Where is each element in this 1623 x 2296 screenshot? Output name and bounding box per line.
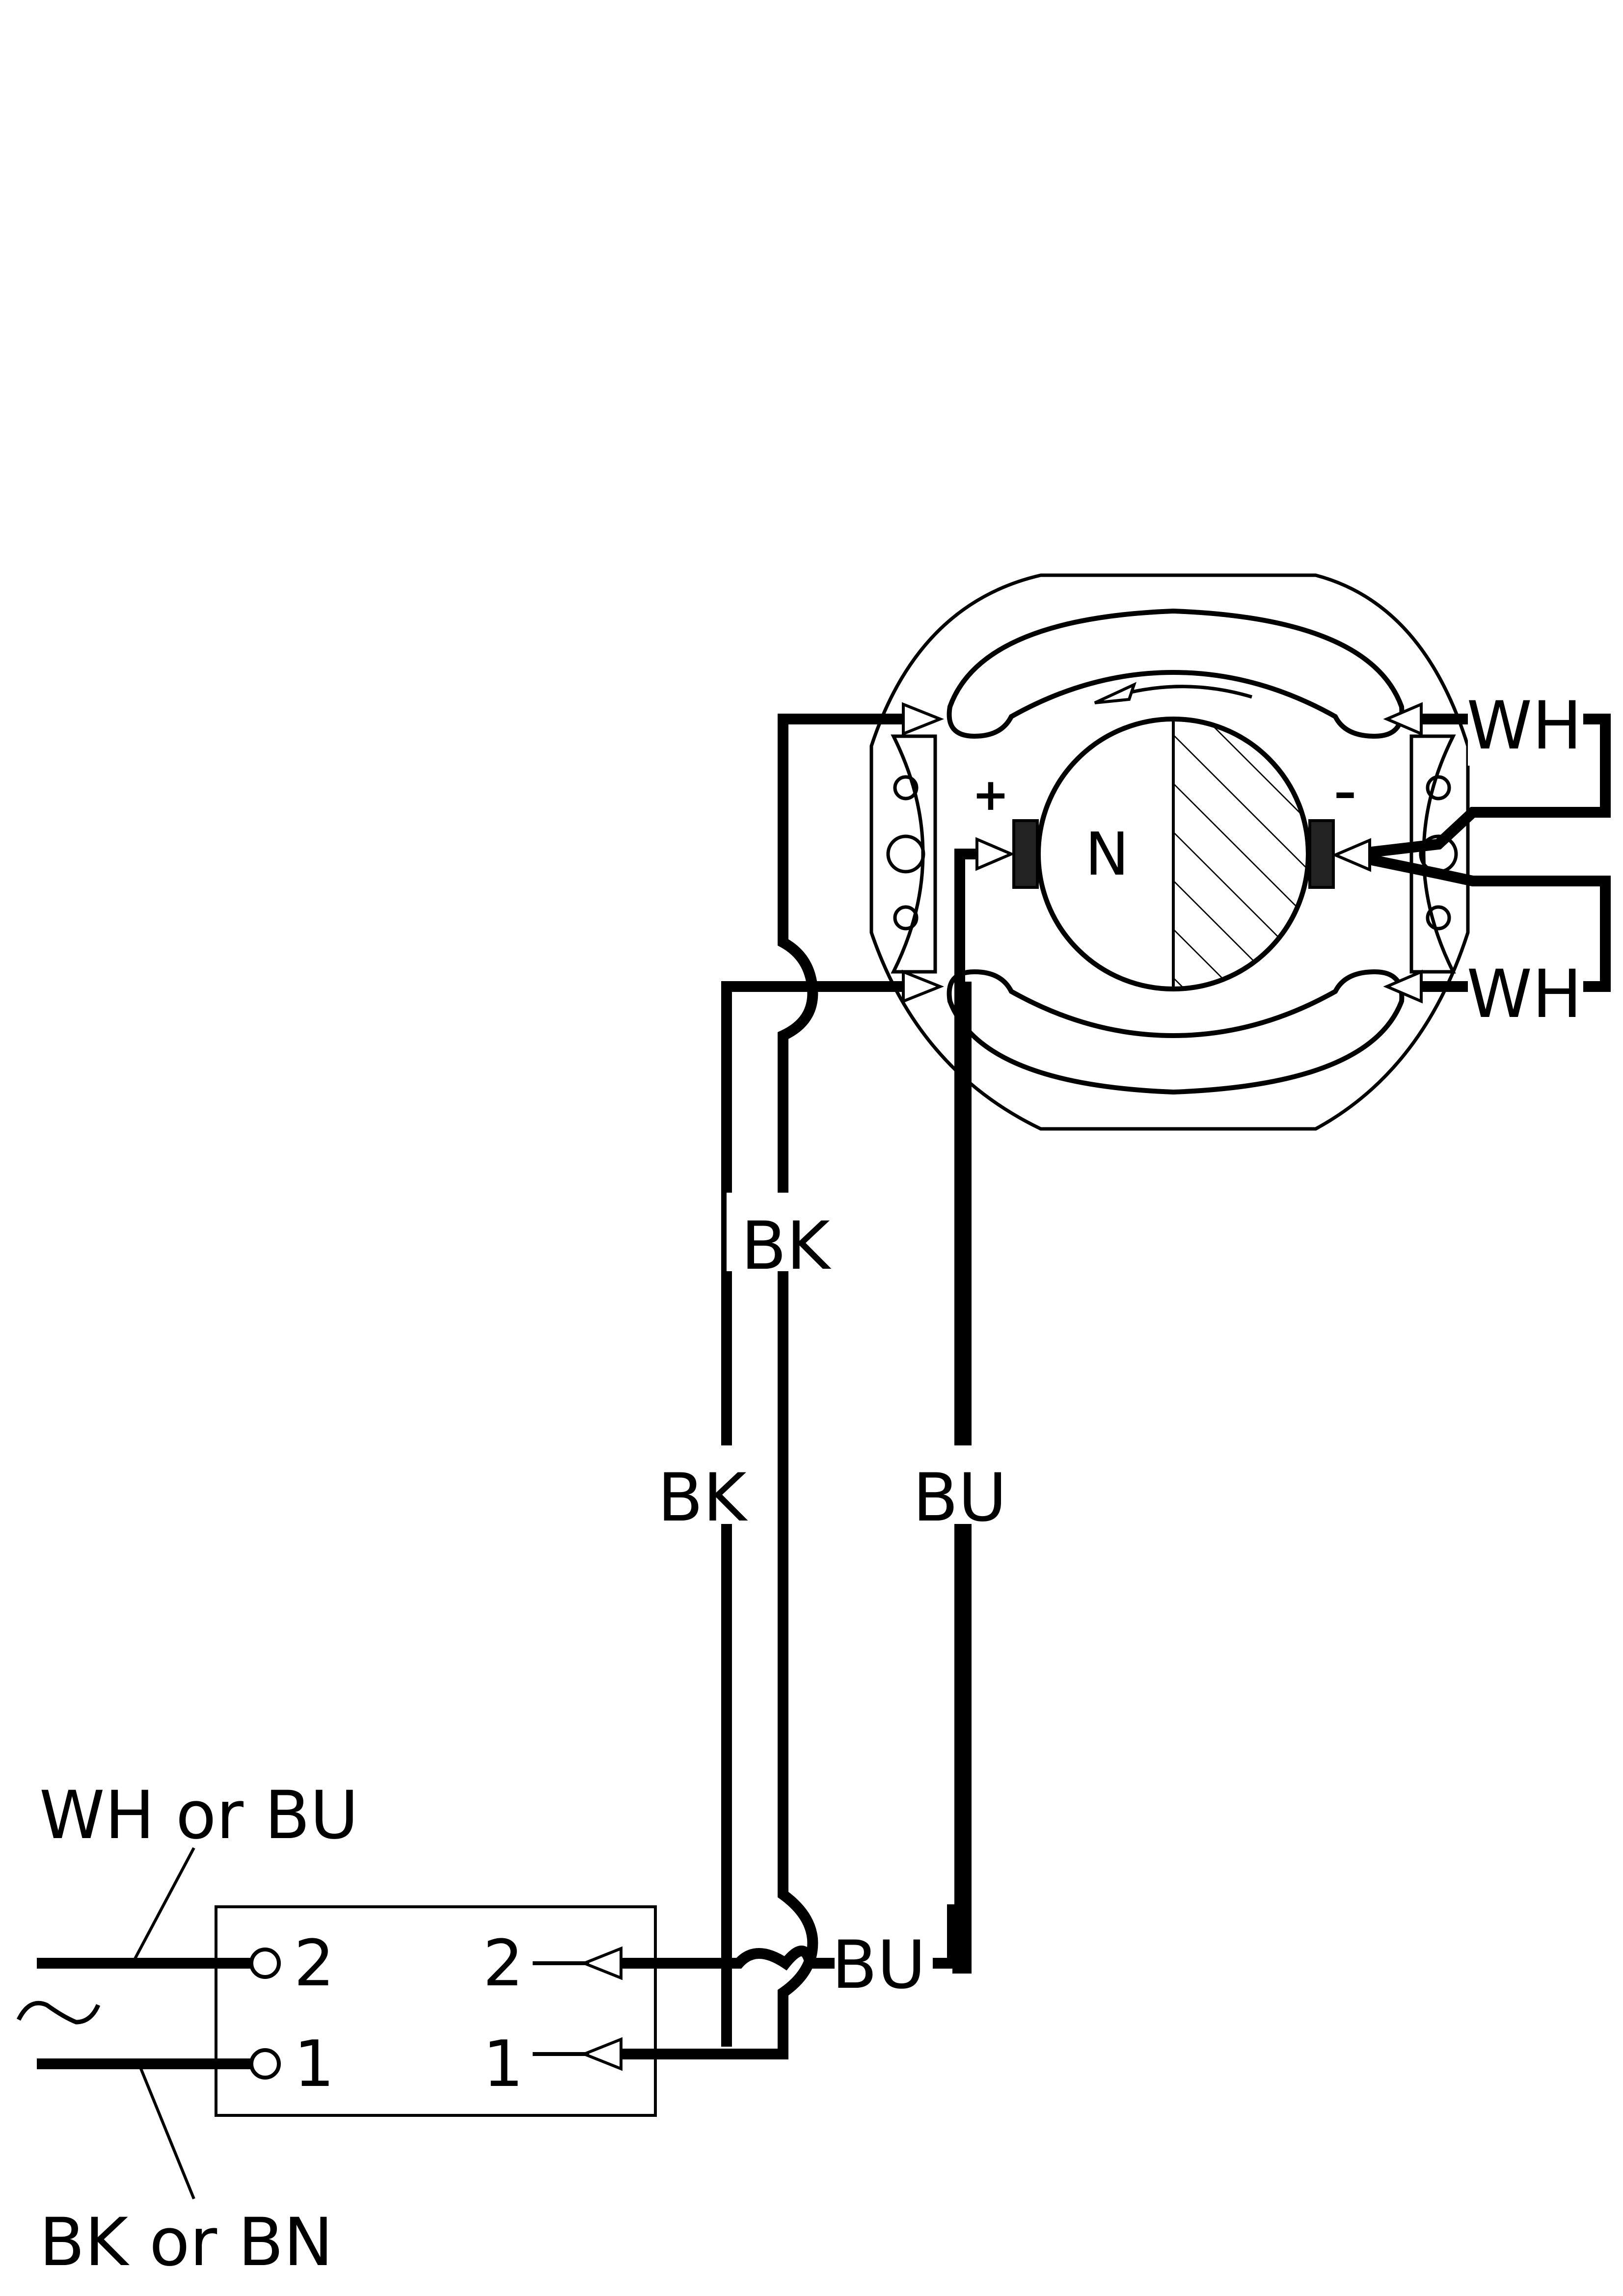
leader-line-top xyxy=(131,1847,195,1964)
coil-top xyxy=(947,608,1405,739)
wire-bu-terminal-end xyxy=(952,982,972,1974)
wire-bk-bottom-coil xyxy=(721,981,916,2047)
connector-arrow-icon xyxy=(1383,969,1423,1004)
connector-arrow-icon xyxy=(902,702,945,736)
label-wh-top: WH xyxy=(1467,687,1582,764)
connectors xyxy=(580,702,1423,2071)
brush-left xyxy=(1012,819,1039,889)
label-bu-vertical: BU xyxy=(913,1459,1006,1536)
connector-arrow-icon xyxy=(1383,702,1423,736)
wire-wh-loop-bottom xyxy=(1353,851,1611,992)
terminal-label-right-2: 2 xyxy=(483,1926,524,2001)
ac-symbol-icon xyxy=(16,2001,101,2025)
connector-arrow-icon xyxy=(1331,838,1371,872)
switch-housing xyxy=(215,1905,657,2117)
mount-hole-icon xyxy=(893,905,919,931)
connector-arrow-icon xyxy=(580,2037,622,2071)
left-bracket xyxy=(891,734,937,974)
rotation-arrowhead-icon xyxy=(1094,682,1137,704)
terminal-left-2 xyxy=(249,1948,281,1979)
terminal-label-left-2: 2 xyxy=(294,1926,335,2001)
motor-housing xyxy=(869,573,1470,1131)
terminal-label-left-1: 1 xyxy=(294,2027,335,2101)
plus-terminal-label: + xyxy=(972,769,1009,821)
right-bracket xyxy=(1409,734,1456,974)
minus-terminal-label: – xyxy=(1334,767,1356,818)
label-bk-upper: BK xyxy=(741,1207,832,1284)
connector-arrow-icon xyxy=(580,1946,622,1980)
leader-line-bottom xyxy=(138,2065,195,2200)
label-bu-terminal: BU xyxy=(832,1926,925,2003)
label-supply-bottom: BK or BN xyxy=(39,2204,333,2281)
wire-wh-loop-top xyxy=(1354,714,1611,859)
supply-leads xyxy=(16,1847,251,2200)
switch-box: 2 1 2 1 xyxy=(215,1905,657,2117)
coil-bottom xyxy=(947,969,1405,1095)
mount-hole-icon xyxy=(886,834,925,874)
label-bk-lower: BK xyxy=(657,1459,748,1536)
connector-arrow-icon xyxy=(975,837,1015,871)
terminal-left-1 xyxy=(249,2048,281,2080)
brush-right xyxy=(1308,819,1335,889)
wires xyxy=(616,682,1611,2059)
mount-hole-icon xyxy=(893,775,919,801)
label-supply-top: WH or BU xyxy=(39,1777,358,1854)
motor-assembly: N + – xyxy=(869,573,1470,1131)
label-wh-bottom: WH xyxy=(1467,956,1582,1033)
mount-hole-icon xyxy=(1426,905,1451,931)
connector-arrow-icon xyxy=(902,969,945,1004)
rotor-pole-label: N xyxy=(1085,821,1129,889)
terminal-label-right-1: 1 xyxy=(483,2027,524,2101)
labels: BK BK BU BU WH WH WH or BU BK or BN xyxy=(39,687,1582,2281)
mount-hole-icon xyxy=(1426,775,1451,801)
wire-bu-plus xyxy=(616,849,987,1971)
